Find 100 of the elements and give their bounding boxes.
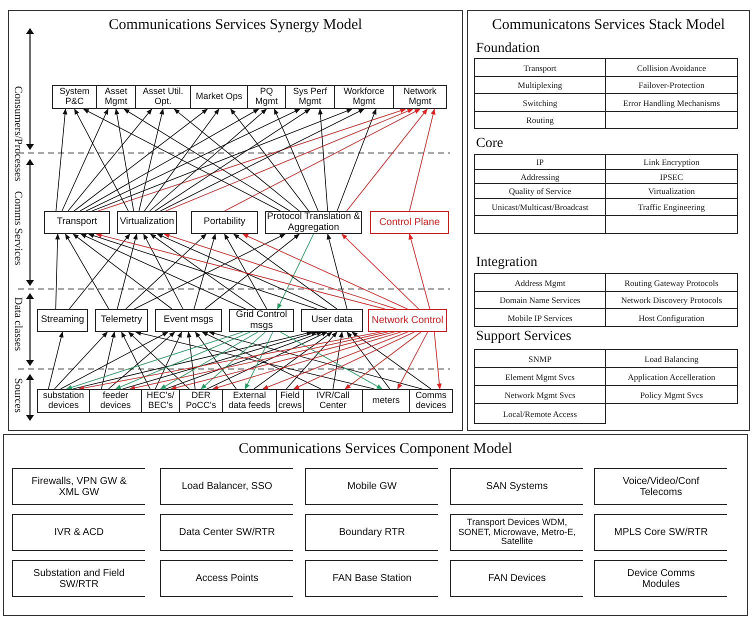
arrow bbox=[332, 331, 344, 390]
arrow bbox=[80, 234, 246, 310]
arrow bbox=[160, 108, 365, 212]
arrow bbox=[344, 332, 422, 390]
consumer-box: Market Ops bbox=[190, 85, 248, 109]
arrow bbox=[74, 108, 129, 212]
arrow bbox=[224, 108, 421, 212]
arrow bbox=[68, 108, 152, 212]
component-box: Mobile GW bbox=[305, 468, 438, 505]
consumer-box: Asset Mgmt bbox=[96, 85, 136, 109]
arrow bbox=[125, 234, 207, 310]
arrow bbox=[346, 108, 428, 212]
layer-label: Comms Services bbox=[12, 191, 24, 266]
component-box: Data Center SW/RTR bbox=[160, 514, 293, 551]
arrow bbox=[164, 233, 397, 310]
arrow bbox=[194, 233, 216, 310]
component-box: FAN Devices bbox=[450, 560, 583, 597]
component-box: Voice/Video/Conf Telecoms bbox=[594, 468, 727, 505]
component-box: Firewalls, VPN GW & XML GW bbox=[12, 468, 145, 505]
arrow bbox=[54, 332, 108, 390]
service-box: Transport bbox=[44, 211, 110, 234]
service-box: Control Plane bbox=[370, 211, 449, 234]
consumer-box: PQ Mgmt bbox=[247, 85, 286, 109]
consumer-box: Asset Util. Opt. bbox=[135, 85, 191, 109]
arrow bbox=[336, 108, 376, 212]
arrow bbox=[186, 331, 196, 390]
arrow bbox=[244, 332, 274, 390]
component-box: Transport Devices WDM, SONET, Microwave, Metro-E, Satellite bbox=[450, 514, 583, 551]
stack-item: Mobile IP Services bbox=[474, 308, 606, 327]
arrow bbox=[149, 108, 267, 212]
component-box: Substation and Field SW/RTR bbox=[12, 560, 145, 597]
component-box: FAN Base Station bbox=[305, 560, 438, 597]
component-box: SAN Systems bbox=[450, 468, 583, 505]
arrow bbox=[114, 108, 134, 212]
synergy-panel bbox=[8, 10, 463, 431]
stack-item: Policy Mgmt Svcs bbox=[605, 385, 738, 404]
arrow bbox=[78, 332, 382, 390]
arrow bbox=[286, 332, 338, 390]
component-panel bbox=[3, 434, 748, 616]
arrow bbox=[60, 332, 168, 390]
arrow bbox=[341, 234, 420, 310]
arrow bbox=[124, 108, 290, 212]
arrow bbox=[65, 233, 110, 310]
arrow bbox=[128, 332, 190, 390]
data-class-box: Grid Control msgs bbox=[229, 309, 294, 332]
arrow bbox=[352, 332, 432, 390]
arrow bbox=[230, 108, 310, 212]
arrow bbox=[408, 233, 430, 310]
stack-item: IP bbox=[474, 154, 606, 170]
arrow bbox=[156, 234, 328, 310]
stack-panel bbox=[467, 10, 750, 431]
source-box: feeder devices bbox=[89, 389, 142, 413]
stack-item: Host Configuration bbox=[605, 308, 738, 327]
arrow bbox=[204, 234, 300, 310]
component-box: Device Comms Modules bbox=[594, 560, 727, 597]
arrow bbox=[170, 332, 394, 390]
section-heading: Core bbox=[476, 136, 504, 152]
arrow bbox=[72, 330, 313, 390]
arrow bbox=[138, 108, 164, 212]
arrow bbox=[108, 332, 176, 390]
stack-item: Collision Avoidance bbox=[605, 58, 738, 77]
arrow bbox=[233, 234, 338, 310]
arrow bbox=[96, 233, 386, 310]
layer-label: Sources bbox=[12, 378, 24, 413]
arrow bbox=[100, 331, 116, 390]
arrow bbox=[114, 332, 251, 390]
section-heading: Foundation bbox=[476, 41, 540, 57]
service-box: Protocol Translation & Aggregation bbox=[265, 211, 362, 234]
arrow bbox=[122, 331, 318, 390]
arrow bbox=[224, 233, 268, 310]
arrow bbox=[165, 108, 414, 212]
arrow bbox=[144, 108, 220, 212]
section-heading: Support Services bbox=[476, 329, 572, 345]
panel-title: Communications Services Synergy Model bbox=[108, 17, 364, 34]
component-box: Boundary RTR bbox=[305, 514, 438, 551]
consumer-box: Network Mgmt bbox=[393, 85, 447, 109]
arrow bbox=[318, 108, 328, 212]
consumer-box: Sys Perf Mgmt bbox=[285, 85, 335, 109]
arrow bbox=[154, 331, 182, 390]
arrow bbox=[98, 108, 406, 212]
arrow bbox=[150, 234, 257, 310]
arrow bbox=[280, 332, 383, 390]
stack-item: Local/Remote Access bbox=[474, 403, 606, 424]
consumer-box: System P&C bbox=[52, 85, 97, 109]
arrow bbox=[274, 108, 319, 212]
data-class-box: Telemetry bbox=[95, 309, 148, 332]
component-box: Load Balancer, SSO bbox=[160, 468, 293, 505]
service-box: Virtualization bbox=[117, 211, 177, 234]
component-box: IVR & ACD bbox=[12, 514, 145, 551]
panel-title: Communicatons Services Stack Model bbox=[491, 17, 726, 34]
data-class-box: Network Control bbox=[368, 309, 447, 332]
arrow bbox=[134, 234, 286, 310]
stack-item: Transport bbox=[474, 58, 606, 77]
arrow bbox=[254, 332, 332, 390]
component-box: MPLS Core SW/RTR bbox=[594, 514, 727, 551]
layer-label: Data classes bbox=[12, 297, 24, 352]
arrow bbox=[397, 332, 428, 390]
arrow bbox=[326, 233, 348, 310]
arrow bbox=[165, 332, 323, 390]
arrow bbox=[88, 233, 318, 310]
